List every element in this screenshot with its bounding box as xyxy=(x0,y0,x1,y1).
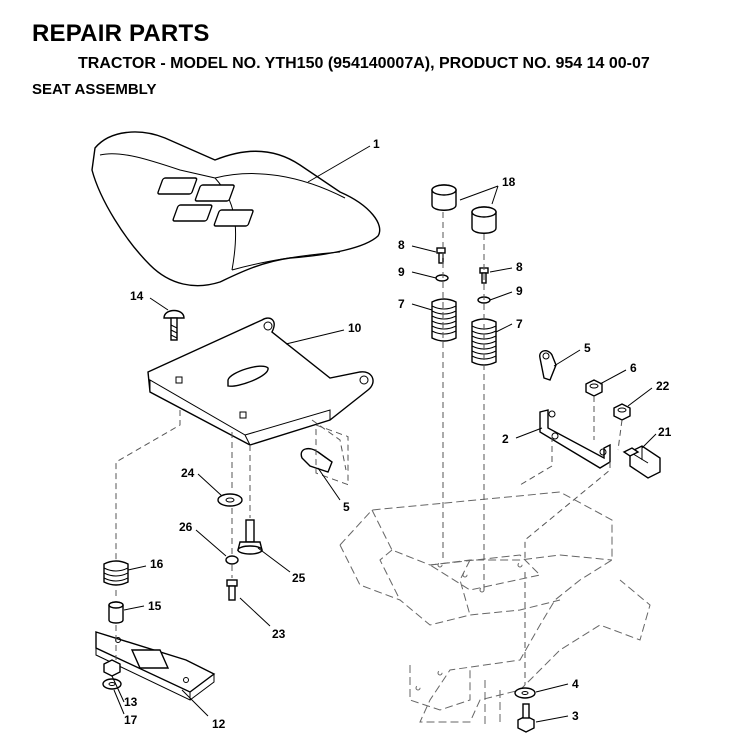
callout-18: 18 xyxy=(502,175,516,189)
spacer-part-18 xyxy=(431,184,497,234)
callout-21: 21 xyxy=(658,425,672,439)
callout-22: 22 xyxy=(656,379,670,393)
washer-part-17 xyxy=(102,678,122,690)
callout-7b: 7 xyxy=(516,317,523,331)
washer-part-4 xyxy=(514,687,536,699)
washer-part-24 xyxy=(217,493,243,507)
callout-2: 2 xyxy=(502,432,509,446)
nut-part-6 xyxy=(585,379,603,397)
bolt-part-3 xyxy=(517,703,535,733)
callout-3: 3 xyxy=(572,709,579,723)
bracket-part-2 xyxy=(539,409,611,469)
callout-9b: 9 xyxy=(516,284,523,298)
seat-pan-part-10 xyxy=(147,317,374,446)
bolt-part-25 xyxy=(237,519,263,555)
clip-part-5-upper xyxy=(539,350,557,381)
washer-part-26 xyxy=(225,555,239,565)
callout-13: 13 xyxy=(124,695,138,709)
spring-part-16 xyxy=(103,560,129,586)
callout-17: 17 xyxy=(124,713,138,727)
tractor-frame-outline xyxy=(339,491,651,725)
callout-24: 24 xyxy=(181,466,195,480)
bolt-part-23 xyxy=(226,579,238,601)
callout-14: 14 xyxy=(130,289,144,303)
callout-4: 4 xyxy=(572,677,579,691)
page-title: REPAIR PARTS xyxy=(32,20,210,47)
callout-15: 15 xyxy=(148,599,162,613)
spacer-part-15 xyxy=(108,601,124,624)
section-title: SEAT ASSEMBLY xyxy=(32,81,157,98)
plate-part-12 xyxy=(95,631,216,701)
assembly-lines xyxy=(115,212,623,685)
callout-12: 12 xyxy=(212,717,226,731)
callout-8a: 8 xyxy=(398,238,405,252)
clip-part-5-lower xyxy=(300,424,349,486)
callout-6: 6 xyxy=(630,361,637,375)
callout-16: 16 xyxy=(150,557,164,571)
callout-labels: 1 18 8 9 7 8 9 7 5 6 22 2 21 10 14 5 24 … xyxy=(124,137,672,731)
callout-10: 10 xyxy=(348,321,362,335)
bolt-part-21 xyxy=(622,445,661,479)
seat-part-1 xyxy=(91,131,381,287)
callout-23: 23 xyxy=(272,627,286,641)
nut-part-22 xyxy=(613,403,631,421)
carriage-bolt-part-14 xyxy=(163,309,185,341)
nut-part-13 xyxy=(103,659,121,677)
callout-25: 25 xyxy=(292,571,306,585)
callout-7a: 7 xyxy=(398,297,405,311)
callout-5-upper: 5 xyxy=(584,341,591,355)
callout-8b: 8 xyxy=(516,260,523,274)
model-subtitle: TRACTOR - MODEL NO. YTH150 (954140007A),… xyxy=(78,55,650,72)
callout-5-lower: 5 xyxy=(343,500,350,514)
leader-lines xyxy=(111,145,657,723)
spring-part-7 xyxy=(431,298,497,366)
callout-1: 1 xyxy=(373,137,380,151)
callout-9a: 9 xyxy=(398,265,405,279)
callout-26: 26 xyxy=(179,520,193,534)
